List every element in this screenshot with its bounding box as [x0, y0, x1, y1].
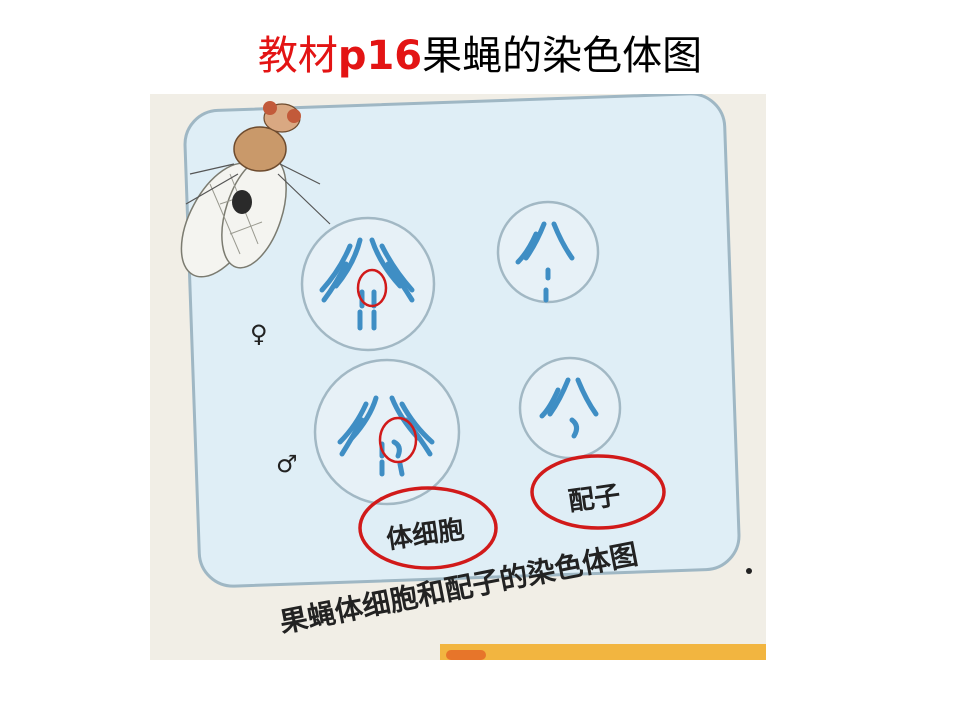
male-somatic-cell [313, 358, 461, 506]
fruit-fly-illustration [180, 101, 331, 278]
title-part-textbook: 教材 [257, 33, 338, 79]
highlight-gamete-label [530, 454, 666, 530]
male-gamete-cell [518, 356, 622, 460]
title-part-subject: 果蝇的染色体图 [422, 33, 703, 79]
highlight-male-sex-chromosomes [378, 416, 418, 464]
female-symbol: ♀ [250, 320, 268, 348]
title-part-page: p16 [337, 33, 423, 79]
female-gamete-cell [496, 200, 600, 304]
chromosomes-male-gamete [539, 377, 599, 439]
bottom-bar [440, 644, 766, 660]
fruit-fly-chromosome-figure: ♀ ♂ 体细胞 配子 果蝇体细胞和配子的染色体图 [150, 94, 766, 660]
chromosomes-female-gamete [515, 221, 575, 303]
highlight-female-sex-chromosomes [356, 268, 388, 308]
chromosomes-female-somatic [319, 237, 415, 331]
highlight-somatic-label [358, 486, 498, 570]
male-symbol: ♂ [276, 450, 298, 478]
gamete-label: 配子 [566, 480, 623, 518]
bullet-dot [746, 568, 752, 574]
female-somatic-cell [300, 216, 436, 352]
slide-title: 教材p16果蝇的染色体图 [0, 30, 960, 82]
figure-illustration [150, 94, 766, 660]
bottom-bar-accent [446, 650, 486, 660]
